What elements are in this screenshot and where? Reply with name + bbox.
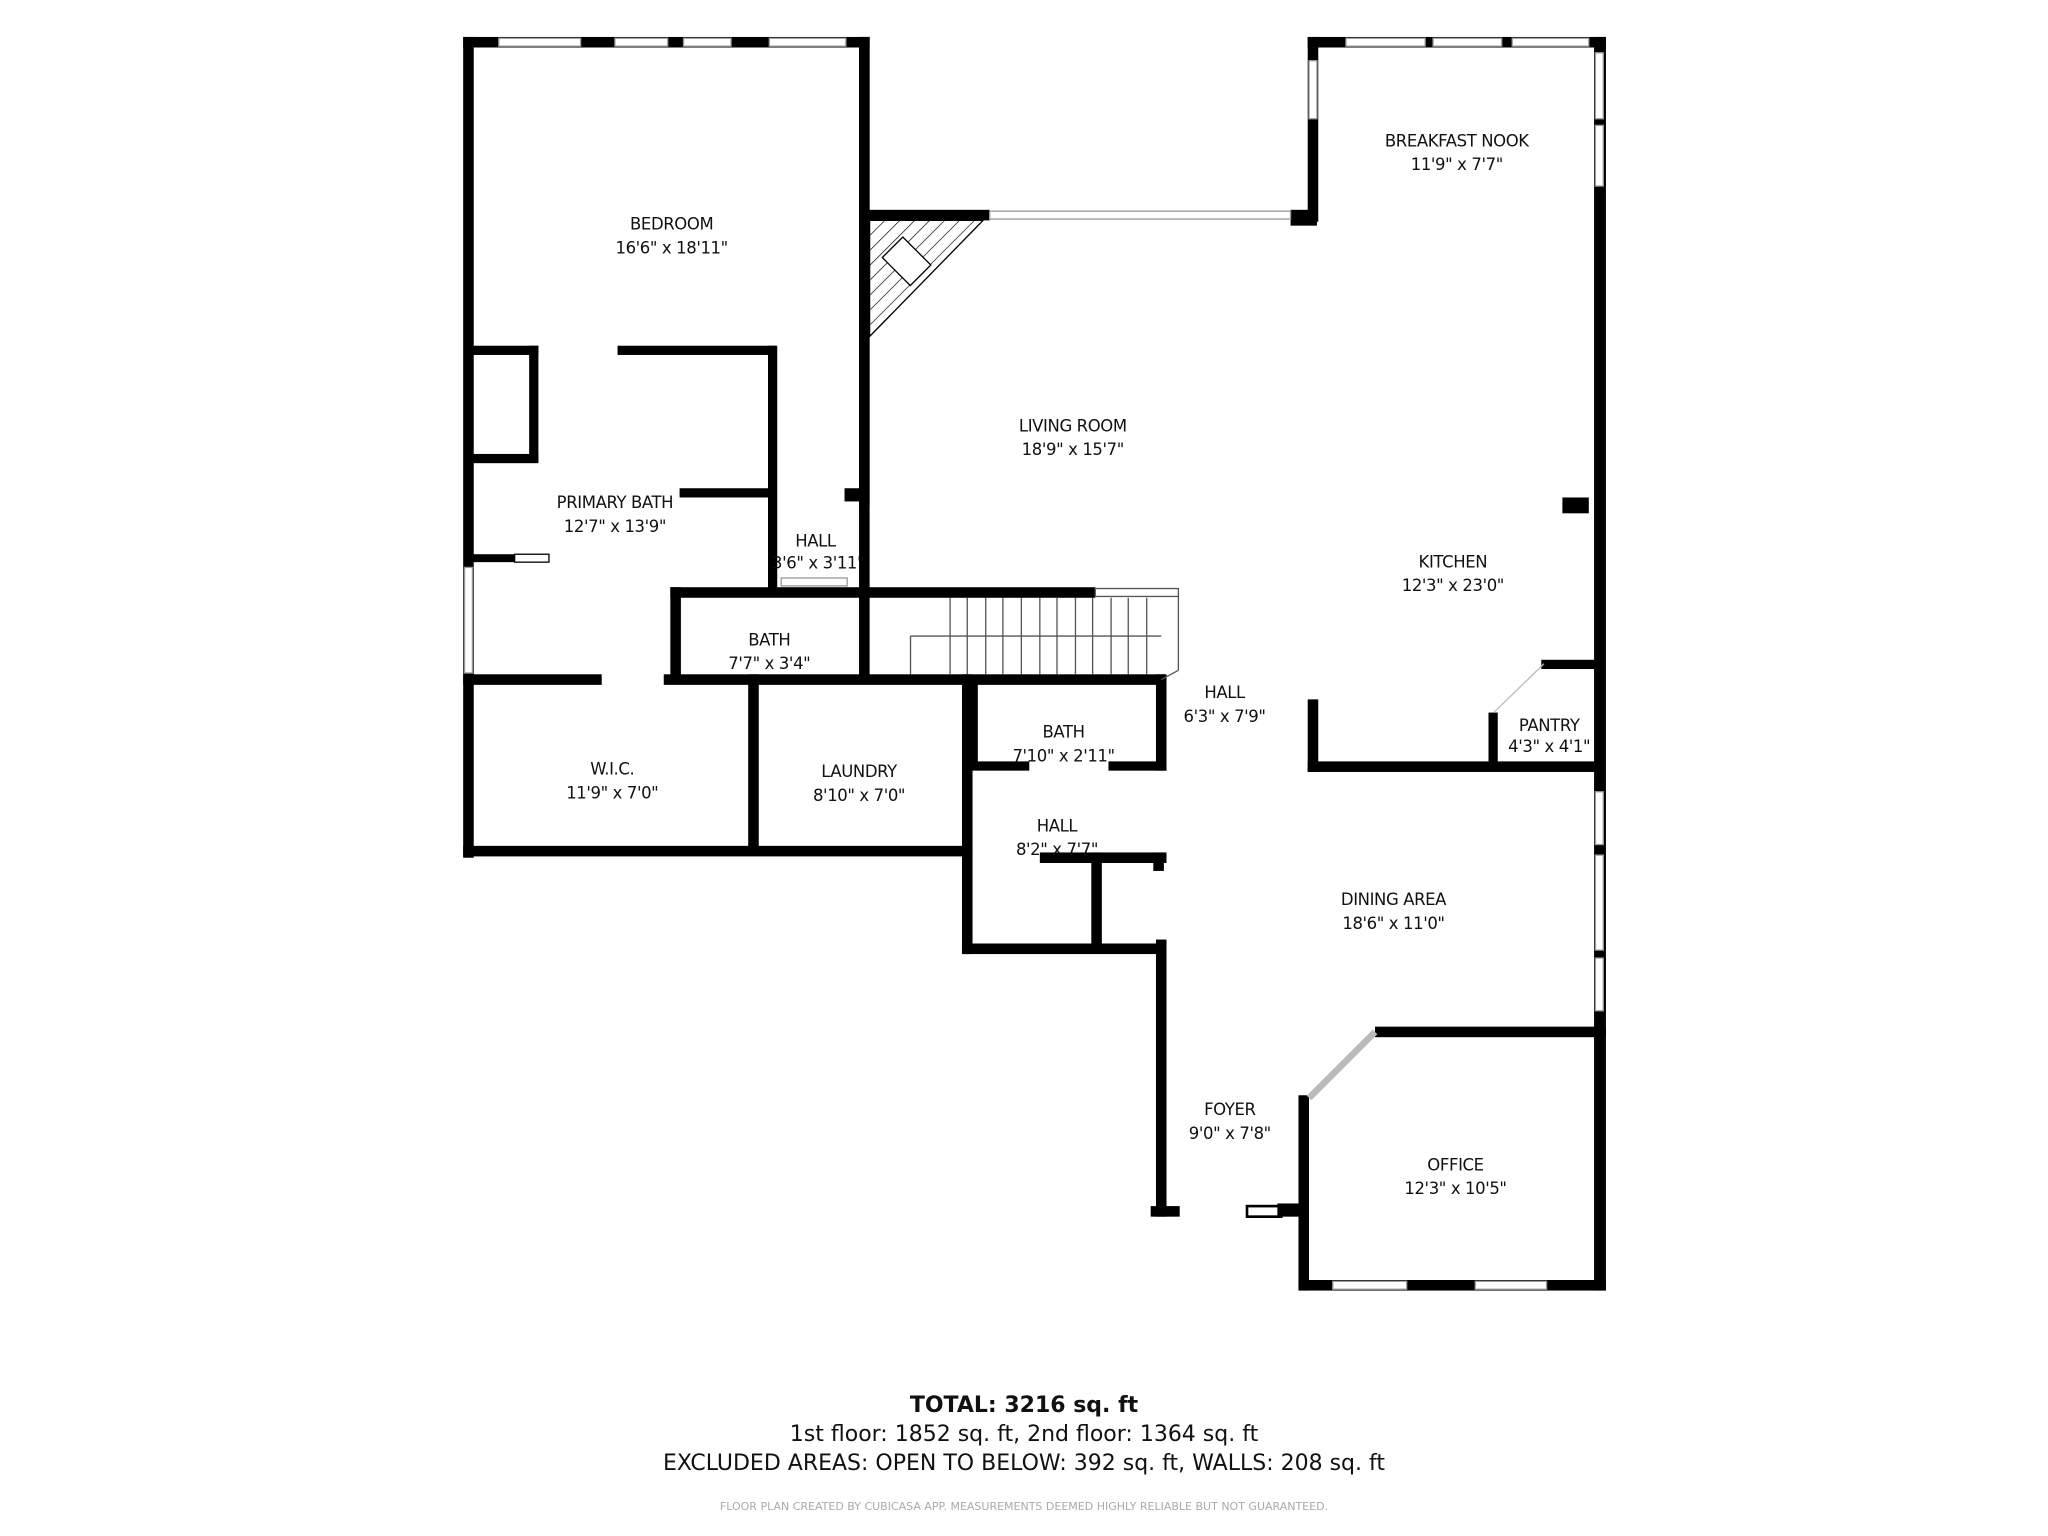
fireplace — [868, 219, 985, 339]
staircase — [909, 587, 1180, 681]
walls — [463, 36, 1606, 1291]
total-area: TOTAL: 3216 sq. ft — [909, 1393, 1139, 1418]
excluded-areas: EXCLUDED AREAS: OPEN TO BELOW: 392 sq. f… — [663, 1451, 1385, 1476]
disclaimer: FLOOR PLAN CREATED BY CUBICASA APP. MEAS… — [719, 1500, 1329, 1513]
room-wic: W.I.C.11'9" x 7'0" — [566, 760, 658, 803]
floor-areas: 1st floor: 1852 sq. ft, 2nd floor: 1364 … — [789, 1422, 1259, 1447]
windows — [463, 37, 1604, 1290]
